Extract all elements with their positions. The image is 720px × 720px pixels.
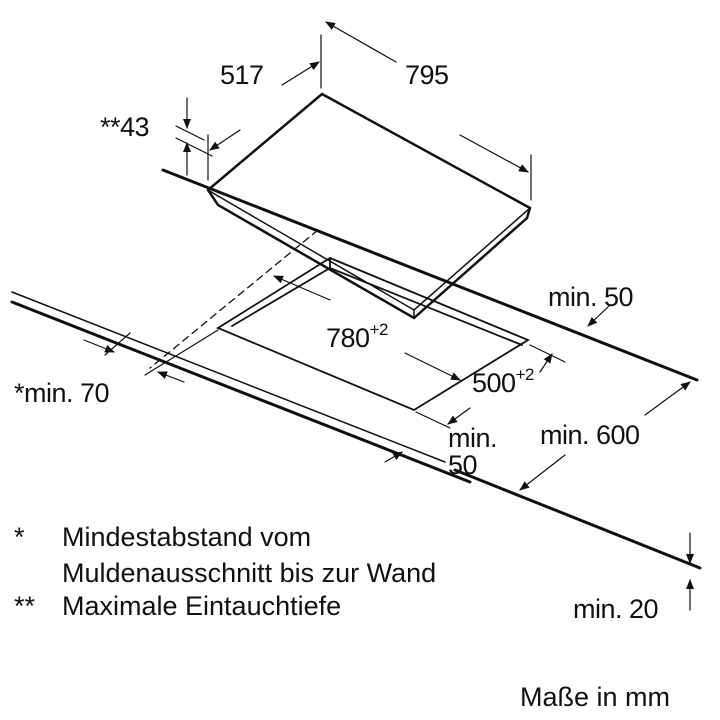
note-text: Muldenausschnitt bis zur Wand — [62, 558, 437, 588]
min-wall-label: *min. 70 — [14, 378, 110, 408]
cutout-dimension-lines — [83, 275, 694, 611]
min-front-label-2: 50 — [448, 450, 478, 480]
note-marker: ** — [14, 591, 36, 621]
hob-depth-label: 517 — [220, 60, 264, 90]
min-front-label-1: min. — [448, 423, 498, 453]
units-label: Maße in mm — [520, 682, 671, 712]
note-text: Mindestabstand vom — [62, 522, 312, 552]
cutout-width-value: 780 — [326, 323, 370, 353]
cutout-depth-value: 500 — [472, 368, 516, 398]
cutout-depth-tolerance: +2 — [515, 365, 535, 384]
cutout-depth-label: 500+2 — [472, 366, 534, 398]
min-depth-label: min. 600 — [540, 420, 640, 450]
hob-outline — [206, 92, 532, 320]
note-text: Maximale Eintauchtiefe — [62, 591, 342, 621]
cutout-width-tolerance: +2 — [369, 320, 389, 339]
cutout-width-label: 780+2 — [326, 321, 388, 353]
cutout-outline — [216, 256, 530, 412]
immersion-depth-label: **43 — [100, 112, 150, 142]
hob-dimension-lines — [175, 21, 532, 201]
hob-width-label: 795 — [405, 60, 449, 90]
min-thickness-label: min. 20 — [573, 594, 659, 624]
note-marker: * — [14, 522, 25, 552]
min-back-label: min. 50 — [548, 282, 634, 312]
